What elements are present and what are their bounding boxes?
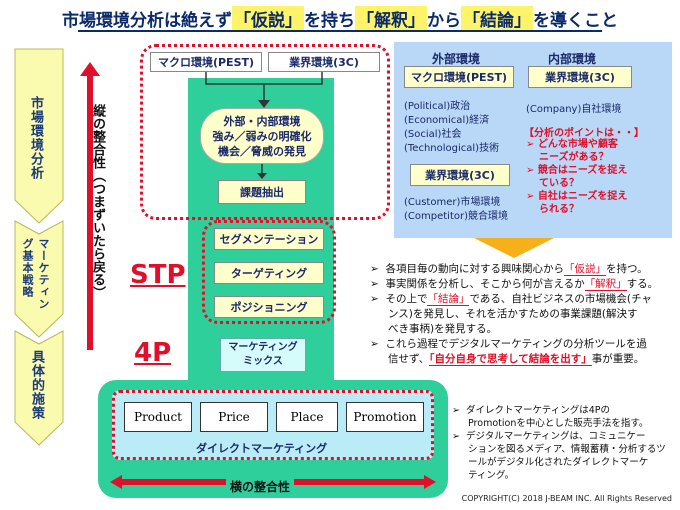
marketing-mix-box: マーケティング ミックス <box>220 338 306 372</box>
panel-macro-box: マクロ環境(PEST) <box>404 66 514 88</box>
bullet-text: その上で <box>385 293 428 305</box>
page-title: 市場環境分析は絶えず「仮説」を持ち「解釈」から「結論」を導くこと <box>0 6 680 31</box>
title-part: から <box>427 11 461 31</box>
pest-item: (Social)社会 <box>404 129 462 140</box>
analysis-line: 機会／脅威の発見 <box>218 144 306 158</box>
targeting-box: ターゲティング <box>214 262 324 284</box>
bullet-highlight: 「解釈」 <box>584 278 627 291</box>
customer-list: (Customer)市場環境 (Competitor)競合環境 <box>404 196 508 224</box>
analysis-line: 強み／弱みの明確化 <box>212 129 312 143</box>
point-line: ている？ <box>539 178 579 189</box>
title-part: を導くこと <box>533 11 618 31</box>
panel-industry-box-2: 業界環境(3C) <box>410 164 510 186</box>
pest-item: (Political)政治 <box>404 101 471 112</box>
analysis-dotted-frame <box>140 44 390 220</box>
macro-env-box: マクロ環境(PEST) <box>150 52 262 72</box>
bullet-highlight: 「仮説」 <box>563 263 606 276</box>
industry-env-box: 業界環境(3C) <box>268 52 380 72</box>
customer-item: (Customer)市場環境 <box>404 197 501 208</box>
vertical-arrow <box>80 62 100 350</box>
point-line: 競合はニーズを捉え <box>537 165 628 176</box>
product-box: Product <box>124 402 192 432</box>
bullet-text: これら過程でデジタルマーケティングの分析ツールを過 <box>385 338 647 350</box>
down-arrow-icon <box>257 164 267 179</box>
bullet-highlight: 「結論」 <box>427 293 470 306</box>
vertical-consistency-label: 縦の整合性（つまずいたら戻る） <box>90 104 105 299</box>
analysis-line: 外部・内部環境 <box>223 114 301 128</box>
customer-item: (Competitor)競合環境 <box>404 211 508 222</box>
issue-extraction-box: 課題抽出 <box>218 180 306 204</box>
note-text: Promotionを中心とした販売手法を指す。 <box>468 418 649 429</box>
segmentation-box: セグメンテーション <box>214 228 324 250</box>
mix-line: マーケティング <box>228 342 298 353</box>
bullet-text: ンス)を発見し、それを活かすための事業課題(解決す <box>388 308 638 320</box>
stage-specific-measures: 具体的施策 <box>14 330 64 446</box>
bullet-text: 信せず、 <box>388 353 430 365</box>
bullet-text: 事実関係を分析し、そこから何が言えるか <box>385 278 585 290</box>
bullet-text: する。 <box>626 278 659 290</box>
stp-label: STP <box>130 260 186 290</box>
place-box: Place <box>276 402 338 432</box>
stp-dotted-frame <box>202 220 336 324</box>
bullet-text: を持つ。 <box>605 263 648 275</box>
price-box: Price <box>200 402 268 432</box>
point-heading: 【分析のポイントは・・】 <box>524 128 644 139</box>
stage-label: 具体的施策 <box>29 350 44 420</box>
mix-line: ミックス <box>243 356 283 367</box>
internal-env-heading: 内部環境 <box>548 52 597 66</box>
bullet-text: 事が重要。 <box>591 353 645 365</box>
pest-list: (Political)政治 (Economical)経済 (Social)社会 … <box>404 100 499 156</box>
note-text: デジタルマーケティングは、コミュニケー <box>466 431 646 442</box>
point-list: ➢ どんな市場や顧客 ニーズがある？ ➢ 競合はニーズを捉え ている？ ➢ 自社… <box>526 139 628 215</box>
direct-marketing-label: ダイレクトマーケティング <box>196 442 328 455</box>
analysis-bullets: ➢ 各項目毎の動向に対する興味関心から「仮説」を持つ。 ➢ 事実関係を分析し、そ… <box>370 262 670 367</box>
external-env-heading: 外部環境 <box>432 52 481 66</box>
orange-down-arrow <box>474 238 554 258</box>
stage-basic-strategy: マーケティング基本戦略 <box>14 220 64 338</box>
bullet-highlight: 「自分自身で思考して結論を出す」 <box>429 353 592 366</box>
pest-item: (Technological)技術 <box>404 143 500 154</box>
stage-label: 市場環境分析 <box>28 96 43 180</box>
note-text: ールがデジタル化されたダイレクトマーケ <box>468 457 649 468</box>
note-text: ションを図るメディア、情報蓄積・分析するツ <box>468 444 666 455</box>
bullet-text: である、自社ビジネスの市場機会(チャ <box>469 293 652 305</box>
title-conclusion: 「結論」 <box>461 6 533 31</box>
point-line: 自社はニーズを捉え <box>537 191 628 202</box>
point-line: ニーズがある？ <box>539 152 609 163</box>
promotion-box: Promotion <box>346 402 424 432</box>
note-text: ダイレクトマーケティングは4Pの <box>466 405 611 416</box>
title-part: を持ち <box>304 11 355 31</box>
title-underline <box>78 30 602 32</box>
fourp-label: 4P <box>134 338 172 368</box>
point-line: どんな市場や顧客 <box>537 139 618 150</box>
panel-industry-box: 業界環境(3C) <box>528 66 632 88</box>
title-hypothesis: 「仮説」 <box>232 6 304 31</box>
bullet-text: べき事柄)を発見する。 <box>388 323 498 335</box>
direct-marketing-notes: ➢ ダイレクトマーケティングは4Pの Promotionを中心とした販売手法を指… <box>452 404 676 482</box>
copyright-text: COPYRIGHT(C) 2018 J-BEAM INC. All Rights… <box>461 494 672 503</box>
pest-item: (Economical)経済 <box>404 115 490 126</box>
stage-market-analysis: 市場環境分析 <box>14 48 64 224</box>
merge-arrow <box>205 72 323 108</box>
note-text: ティング。 <box>468 470 515 481</box>
bullet-text: 各項目毎の動向に対する興味関心から <box>385 263 564 275</box>
title-part: 市場環境分析は絶えず <box>62 11 232 31</box>
horizontal-consistency-label: 横の整合性 <box>226 478 295 495</box>
title-interpretation: 「解釈」 <box>355 6 427 31</box>
company-env-text: (Company)自社環境 <box>526 104 622 115</box>
point-line: られる？ <box>539 204 579 215</box>
positioning-box: ポジショニング <box>214 296 324 318</box>
swot-analysis-box: 外部・内部環境 強み／弱みの明確化 機会／脅威の発見 <box>200 108 324 164</box>
stage-label: マーケティング基本戦略 <box>21 238 50 310</box>
